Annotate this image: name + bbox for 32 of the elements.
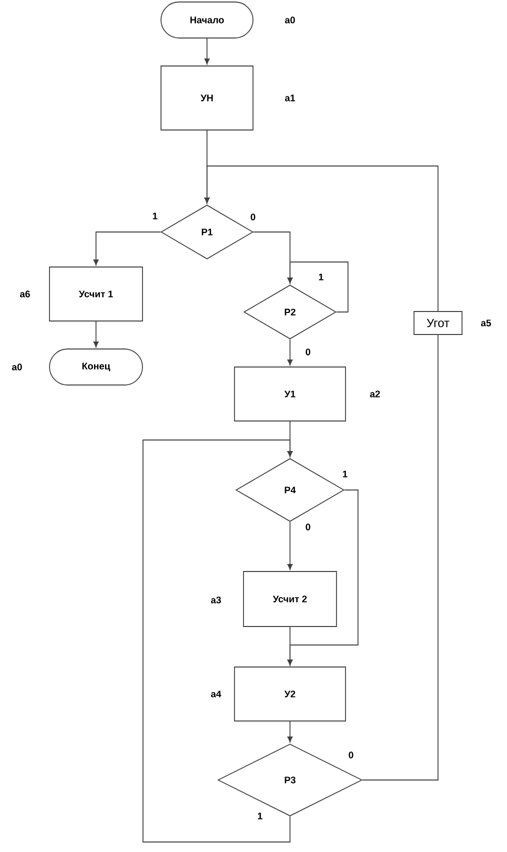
state-label: a0	[285, 16, 295, 24]
arrow	[93, 232, 161, 266]
process-box: У1	[234, 366, 346, 422]
process-box: Усчит 2	[243, 571, 337, 627]
edge-label: 1	[317, 272, 325, 282]
state-label: a1	[285, 94, 296, 102]
arrow	[287, 626, 293, 666]
terminal-box: Конец	[49, 348, 143, 386]
process-box: Угот	[414, 311, 462, 335]
state-label: a5	[481, 320, 492, 326]
arrow	[93, 321, 99, 348]
arrow	[287, 721, 293, 742]
state-label: a6	[20, 290, 30, 298]
edge-label: 0	[347, 750, 355, 760]
arrow	[204, 166, 438, 312]
arrow	[142, 440, 293, 842]
process-box: УН	[160, 66, 254, 130]
state-label: a0	[12, 364, 22, 370]
arrow	[287, 339, 293, 366]
edge-label: 0	[304, 348, 312, 356]
edge-label: 0	[304, 522, 312, 532]
edge-label: 1	[151, 212, 159, 220]
edge-label: 0	[249, 212, 257, 222]
process-box: Усчит 1	[49, 266, 143, 322]
arrow	[204, 38, 210, 64]
arrow	[287, 262, 348, 312]
state-label: a2	[370, 390, 380, 398]
state-label: a4	[211, 690, 222, 698]
terminal-box: Начало	[160, 2, 254, 38]
process-box: У2	[234, 666, 346, 722]
state-label: a3	[211, 596, 221, 604]
arrow	[287, 522, 293, 570]
